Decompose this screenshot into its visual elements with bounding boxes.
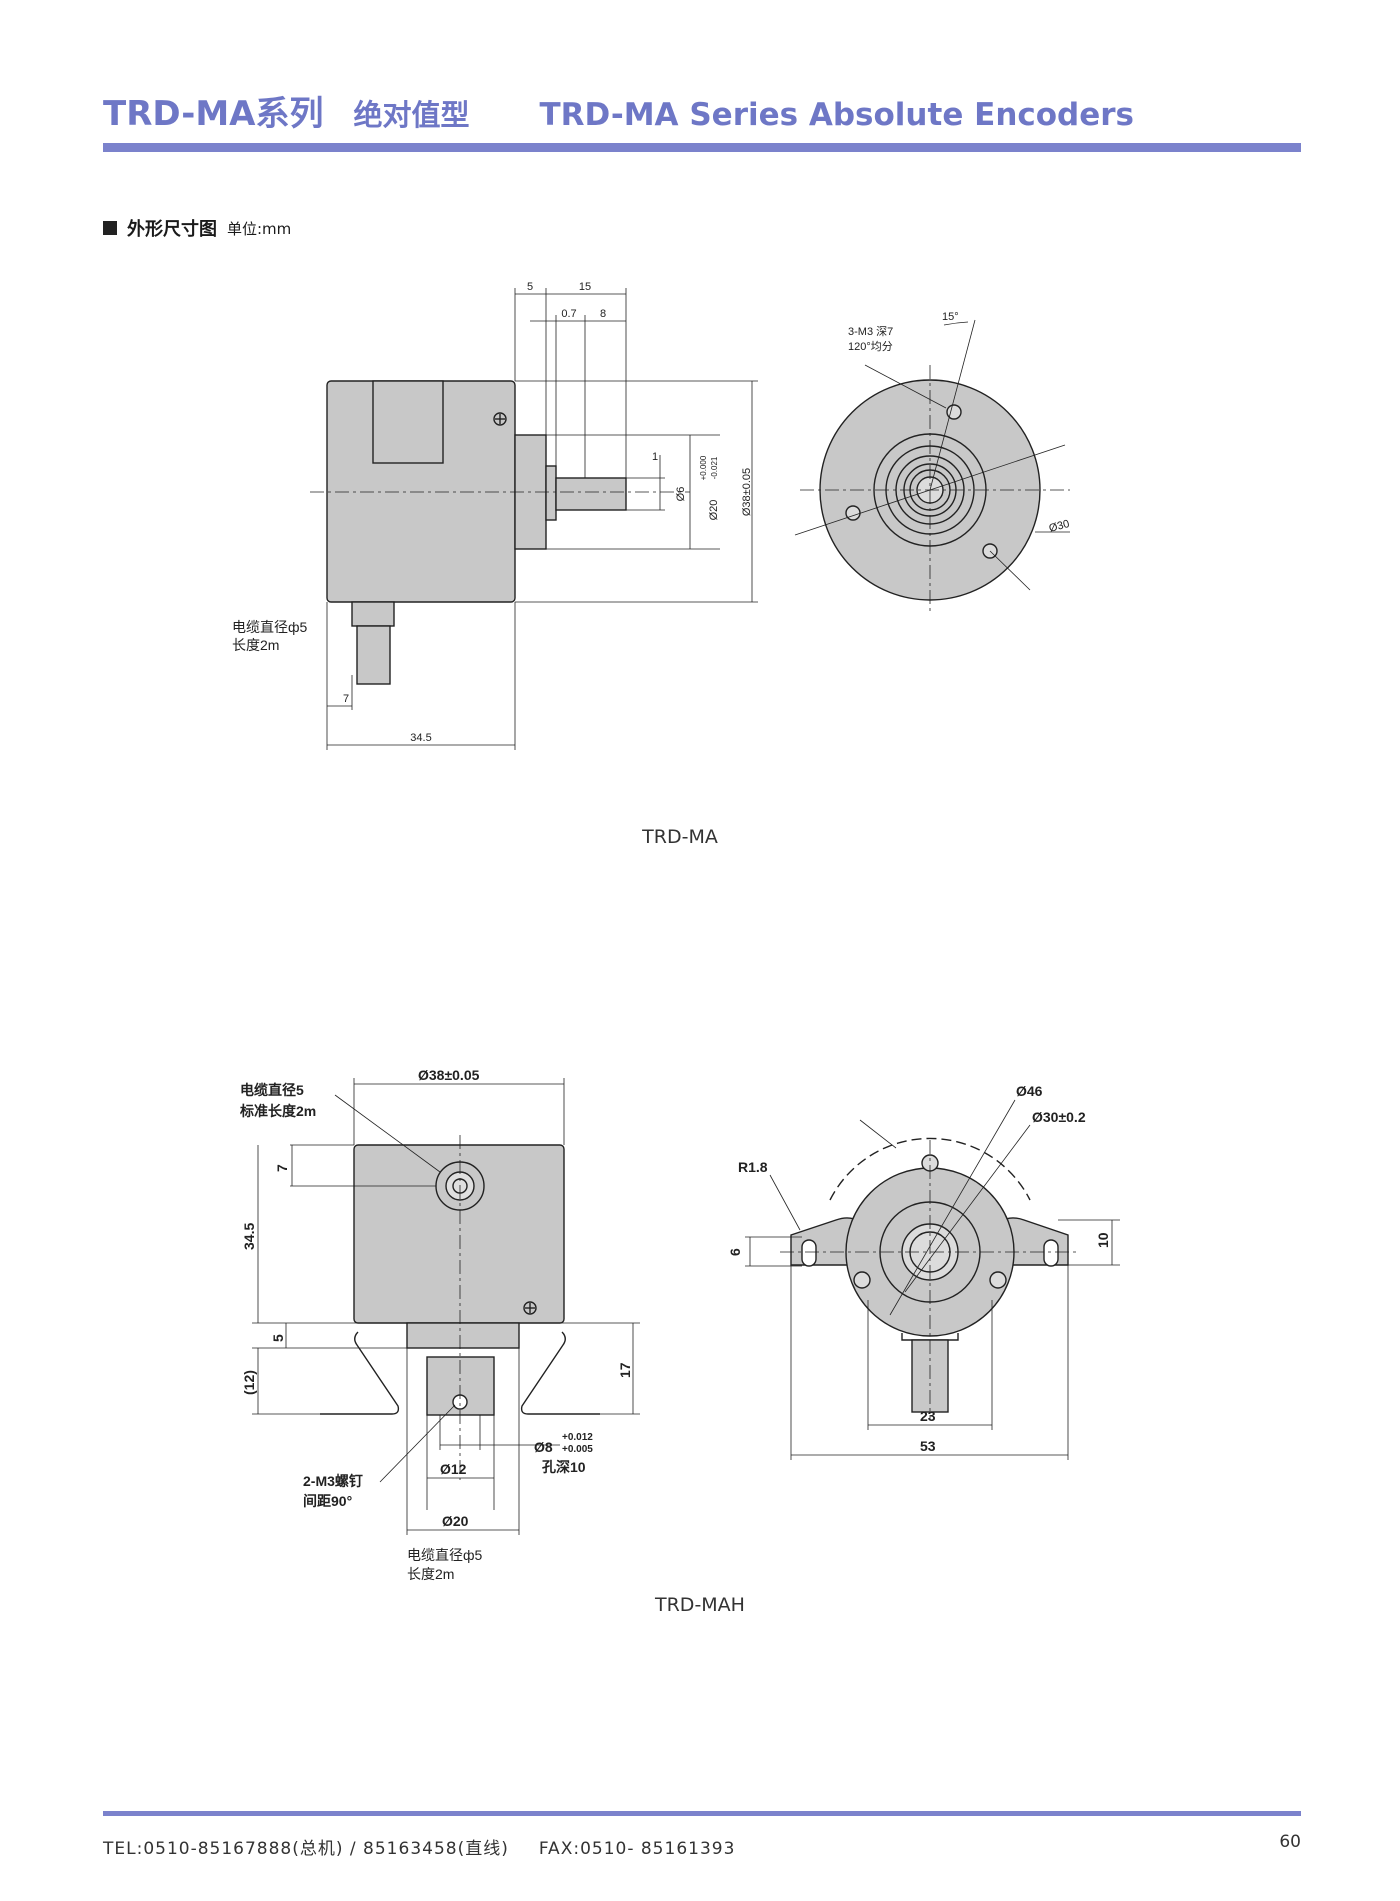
- section-heading: 外形尺寸图单位:mm: [103, 215, 291, 241]
- ma-dim-15: 15: [579, 281, 591, 293]
- mah-dim-10: 10: [1095, 1232, 1111, 1248]
- mah-dim-phi8: Ø8: [534, 1439, 553, 1455]
- ma-cable: [356, 625, 391, 685]
- ma-dim-8: 8: [600, 308, 606, 320]
- mah-dim-r18: R1.8: [738, 1159, 768, 1175]
- footer-rule: [103, 1811, 1301, 1816]
- mah-cable-note-3: 电缆直径ф5: [407, 1547, 483, 1563]
- mah-dim-23: 23: [920, 1408, 936, 1424]
- footer-fax: FAX:0510- 85161393: [538, 1839, 736, 1859]
- mah-dim-17: 17: [617, 1362, 633, 1378]
- mah-screw-note-2: 间距90°: [303, 1493, 352, 1509]
- footer-contact: TEL:0510-85167888(总机) / 85163458(直线) FAX:…: [103, 1834, 735, 1859]
- ma-mount-hole: [946, 404, 962, 420]
- type-title-cn: 绝对值型: [353, 98, 470, 132]
- ma-cable-note-1: 电缆直径ф5: [232, 619, 308, 635]
- mah-dim-12: (12): [241, 1370, 257, 1395]
- ma-dim-0-7: 0.7: [561, 308, 576, 320]
- ma-dim-7: 7: [343, 693, 349, 705]
- page-number: 60: [1279, 1832, 1301, 1852]
- mah-dim-34-5: 34.5: [241, 1223, 257, 1250]
- ma-shaft: [555, 477, 627, 511]
- mah-screw-note-1: 2-M3螺钉: [303, 1473, 363, 1489]
- ma-mount-hole: [845, 505, 861, 521]
- ma-dim-phi30: Ø30: [1048, 518, 1071, 535]
- trd-ma-drawing: 5 15 0.7 8 1 Ø6 +0.000 -0.021 Ø20 Ø38±0.…: [232, 281, 1071, 750]
- mah-flange: [406, 1322, 520, 1349]
- caption-trd-ma: TRD-MA: [642, 826, 718, 848]
- page-header: TRD-MA系列绝对值型 TRD-MA Series Absolute Encod…: [103, 86, 1134, 135]
- header-rule: [103, 143, 1301, 152]
- mah-dim-phi12: Ø12: [440, 1461, 467, 1477]
- mah-dim-phi30: Ø30±0.2: [1032, 1109, 1086, 1125]
- mah-dim-phi38: Ø38±0.05: [418, 1067, 480, 1083]
- square-bullet-icon: [103, 221, 117, 235]
- mah-slot: [1043, 1239, 1059, 1267]
- ma-dim-1: 1: [652, 451, 658, 463]
- caption-trd-mah: TRD-MAH: [655, 1594, 745, 1616]
- ma-cable-gland: [351, 601, 395, 627]
- mah-dim-7: 7: [274, 1164, 290, 1172]
- mah-dim-5: 5: [270, 1334, 286, 1342]
- mah-hole-depth: 孔深10: [542, 1459, 586, 1475]
- mah-cable-note-1: 电缆直径5: [240, 1082, 304, 1098]
- mah-dim-phi20: Ø20: [442, 1513, 469, 1529]
- mah-tol-lower: +0.005: [562, 1444, 593, 1455]
- ma-dim-34-5: 34.5: [410, 732, 431, 744]
- ma-tol-upper: +0.000: [699, 455, 708, 480]
- ma-holes-note-2: 120°均分: [848, 340, 893, 353]
- ma-dim-phi6: Ø6: [675, 487, 687, 502]
- ma-dim-phi20: Ø20: [708, 500, 720, 521]
- trd-mah-drawing: 电缆直径5 标准长度2m Ø38±0.05 7 34.5 5 (12) 17 Ø…: [239, 1067, 1120, 1582]
- section-title: 外形尺寸图: [127, 219, 217, 240]
- mah-tol-upper: +0.012: [562, 1432, 593, 1443]
- ma-dim-phi38: Ø38±0.05: [741, 468, 753, 516]
- unit-note: 单位:mm: [227, 219, 292, 238]
- mah-slot: [801, 1239, 817, 1267]
- ma-holes-note-1: 3-M3 深7: [848, 325, 893, 338]
- mah-dim-6: 6: [727, 1248, 743, 1256]
- ma-connector-window: [372, 380, 444, 464]
- mah-dim-53: 53: [920, 1438, 936, 1454]
- series-title-en: TRD-MA Series Absolute Encoders: [539, 97, 1135, 133]
- ma-angle-15: 15°: [942, 311, 959, 323]
- footer-tel: TEL:0510-85167888(总机) / 85163458(直线): [103, 1839, 509, 1859]
- ma-cable-note-2: 长度2m: [232, 637, 279, 653]
- ma-dim-5: 5: [527, 281, 533, 293]
- mah-dim-phi46: Ø46: [1016, 1083, 1043, 1099]
- ma-tol-lower: -0.021: [710, 456, 719, 479]
- series-title-cn: TRD-MA系列: [103, 94, 324, 134]
- mah-cable-note-4: 长度2m: [407, 1566, 454, 1582]
- mah-cable-note-2: 标准长度2m: [239, 1103, 316, 1119]
